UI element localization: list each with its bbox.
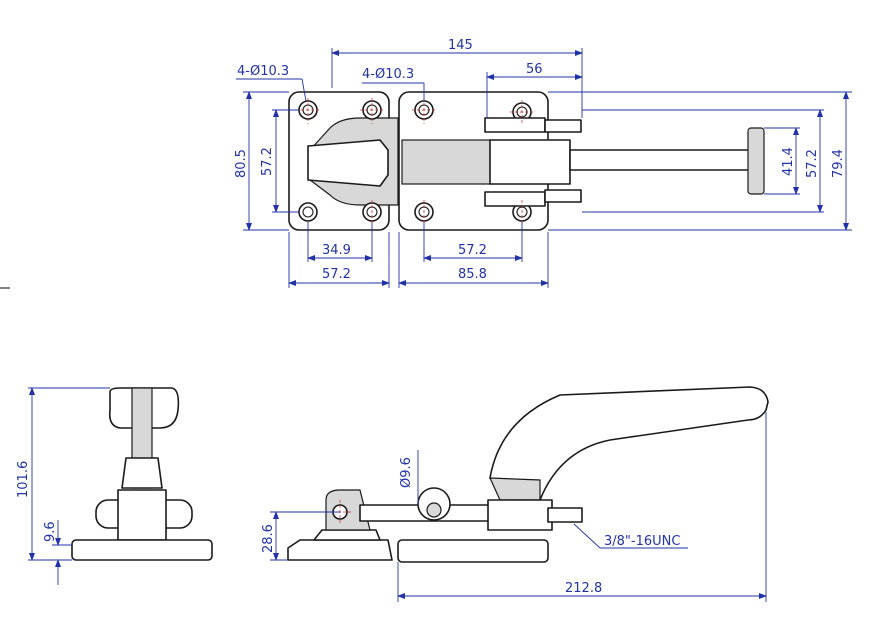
dim-left-height: 80.5: [234, 149, 249, 178]
dim-side-overall-length: 212.8: [565, 581, 602, 596]
dim-left-width: 57.2: [322, 267, 351, 282]
dim-pin-dia: Ø9.6: [399, 457, 414, 488]
top-view: 145 56 4-Ø10.3 4-Ø10.3 80.5 57.2 41.4 57…: [0, 38, 852, 289]
front-view: 101.6 9.6: [16, 387, 213, 585]
dim-left-hole-pitch: 57.2: [260, 147, 275, 176]
dim-front-height: 101.6: [16, 461, 31, 498]
dim-hole-left: 4-Ø10.3: [237, 64, 289, 79]
side-view: Ø9.6 28.6 3/8"-16UNC 212.8: [261, 386, 769, 602]
dim-right-height-b: 57.2: [805, 149, 820, 178]
dim-right-height-a: 41.4: [781, 147, 796, 176]
dim-right-hole-pitch: 57.2: [458, 243, 487, 258]
dim-pin-height: 28.6: [261, 524, 276, 553]
dim-right-height-c: 79.4: [831, 149, 846, 178]
dim-right-width: 85.8: [458, 267, 487, 282]
dim-stroke: 56: [526, 62, 543, 77]
dim-thread: 3/8"-16UNC: [604, 534, 680, 549]
t-handle: [747, 127, 765, 195]
dim-front-base: 9.6: [43, 521, 58, 542]
dim-overall-length: 145: [448, 38, 473, 53]
dim-hole-right: 4-Ø10.3: [362, 67, 414, 82]
dim-left-inner-width: 34.9: [322, 243, 351, 258]
